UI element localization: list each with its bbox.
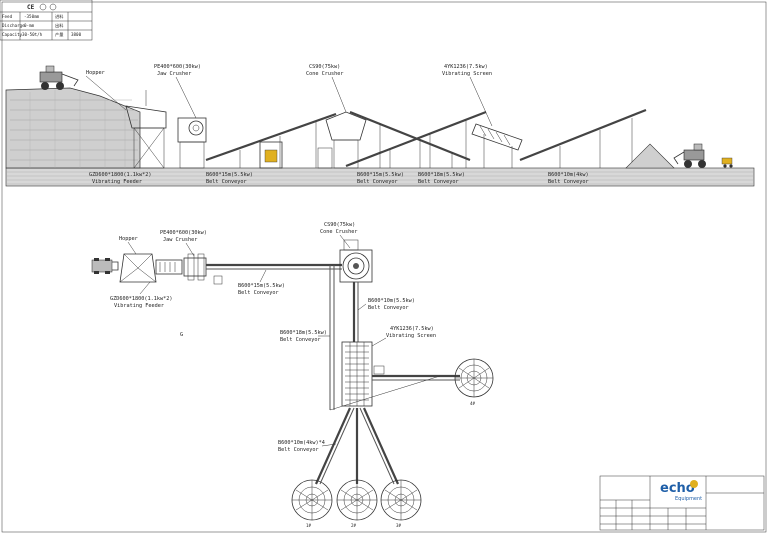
- belt-conveyor-4: [519, 108, 647, 162]
- spec-unit: 产量: [55, 31, 63, 38]
- belt4-name: Belt Conveyor: [548, 179, 589, 185]
- spec-unit: 出料: [55, 22, 64, 29]
- vibrating-screen: [471, 123, 523, 168]
- plan-vibrating-screen: [341, 341, 373, 407]
- spec-param: Feed: [2, 14, 13, 19]
- belt1-model: B600*15m(5.5kw): [206, 172, 253, 178]
- brand-logo-sub: Equipment: [675, 496, 702, 502]
- stockpile-3: [380, 479, 422, 521]
- plan-feeder: [155, 259, 183, 275]
- belt1-name: Belt Conveyor: [206, 179, 247, 185]
- spec-table: CE Feed -350mm 进料 Discharge 0-mm 出料 Capa…: [0, 0, 93, 41]
- plan-belt-d-model: B600*10m(4kw)*4: [278, 440, 325, 446]
- plan-cone-name: Cone Crusher: [320, 229, 357, 235]
- plan-belt-a-model: B600*15m(5.5kw): [238, 283, 285, 289]
- spec-value: -350mm: [24, 14, 40, 19]
- belt-conveyor-3: [349, 110, 471, 162]
- plan-belt-b-name: Belt Conveyor: [368, 305, 409, 311]
- jaw-crusher-model: PE400*600(30kw): [154, 64, 201, 70]
- certification-icon: [49, 3, 57, 11]
- pile-label-1: 1#: [306, 523, 312, 528]
- plan-belt-a-name: Belt Conveyor: [238, 290, 279, 296]
- spec-param: Discharge: [2, 23, 25, 28]
- plan-belt-pile-1: [314, 407, 352, 485]
- plan-belt-c-name: Belt Conveyor: [280, 337, 321, 343]
- plan-cone-model: CS90(75kw): [324, 222, 355, 228]
- stockpile-2: [336, 479, 378, 521]
- plan-marker: G: [180, 332, 183, 338]
- plan-motor: [213, 275, 223, 285]
- elevation-view: Hopper PE400*600(30kw) Jaw Crusher: [5, 64, 755, 187]
- feeder-name: Vibrating Feeder: [92, 179, 142, 185]
- title-block: echo Equipment: [599, 475, 765, 531]
- pile-label-2: 2#: [351, 523, 357, 528]
- plan-belt-pile-3: [362, 407, 400, 485]
- wheel-loader-icon: [91, 258, 119, 274]
- wheel-loader-icon: [39, 65, 79, 90]
- plan-belt-d-name: Belt Conveyor: [278, 447, 319, 453]
- truck-icon: [721, 157, 733, 168]
- plan-hopper-label: Hopper: [119, 236, 138, 242]
- stockpile-4: [454, 358, 494, 398]
- spec-value: 0-mm: [24, 23, 35, 28]
- belt2-name: Belt Conveyor: [357, 179, 398, 185]
- brand-logo-icon: [690, 480, 698, 488]
- plan-feeder-model: GZD600*1800(1.1kw*2): [110, 296, 172, 302]
- brand-logo-text: echo: [660, 481, 695, 496]
- plan-feeder-name: Vibrating Feeder: [114, 303, 164, 309]
- belt-conveyor-1: [205, 112, 337, 162]
- plan-belt-b-model: B600*10m(5.5kw): [368, 298, 415, 304]
- pile-label-4: 4#: [470, 401, 476, 406]
- belt2-model: B600*15m(5.5kw): [357, 172, 404, 178]
- cone-crusher: [317, 111, 367, 169]
- plan-jaw-crusher: [183, 253, 207, 281]
- pile-label-3: 3#: [396, 523, 402, 528]
- plan-screen-name: Vibrating Screen: [386, 333, 436, 339]
- certification-icon: [39, 3, 47, 11]
- control-cabinet: [259, 141, 283, 169]
- spec-param: Capacity: [2, 32, 23, 37]
- ce-icon: CE: [27, 4, 35, 11]
- svg-text:CE: CE: [27, 4, 35, 11]
- plan-view: Hopper PE400*600(30kw) Jaw Crusher B600*…: [91, 222, 494, 528]
- brand-logo: echo Equipment: [660, 480, 702, 502]
- belt4-model: B600*10m(4kw): [548, 172, 589, 178]
- rock-hill: [5, 87, 141, 169]
- feeder-model: GZD600*1800(1.1kw*2): [89, 172, 151, 178]
- stockpile-1: [291, 479, 333, 521]
- vibrating-feeder: [125, 90, 167, 169]
- belt3-model: B600*18m(5.5kw): [418, 172, 465, 178]
- spec-value: 30-50t/h: [22, 32, 43, 37]
- ground-hatch: [6, 171, 754, 185]
- vibrating-screen-name: Vibrating Screen: [442, 71, 492, 77]
- cone-crusher-name: Cone Crusher: [306, 71, 343, 77]
- plan-belt-c-model: B600*18m(5.5kw): [280, 330, 327, 336]
- jaw-crusher-name: Jaw Crusher: [157, 71, 191, 77]
- hill-hatch: [10, 90, 138, 168]
- cone-crusher-model: CS90(75kw): [309, 64, 340, 70]
- product-pile: [625, 143, 675, 169]
- spec-unit: 进料: [55, 13, 64, 20]
- wheel-loader-icon: [673, 143, 706, 168]
- plan-jaw-name: Jaw Crusher: [163, 237, 197, 243]
- plan-cone-crusher: [339, 239, 373, 283]
- plan-screen-model: 4YK1236(7.5kw): [390, 326, 434, 332]
- spec-extra: 3800: [71, 32, 82, 37]
- vibrating-screen-model: 4YK1236(7.5kw): [444, 64, 488, 70]
- jaw-crusher: [177, 117, 207, 169]
- hopper-label: Hopper: [86, 70, 105, 76]
- belt3-name: Belt Conveyor: [418, 179, 459, 185]
- plan-jaw-model: PE400*600(30kw): [160, 230, 207, 236]
